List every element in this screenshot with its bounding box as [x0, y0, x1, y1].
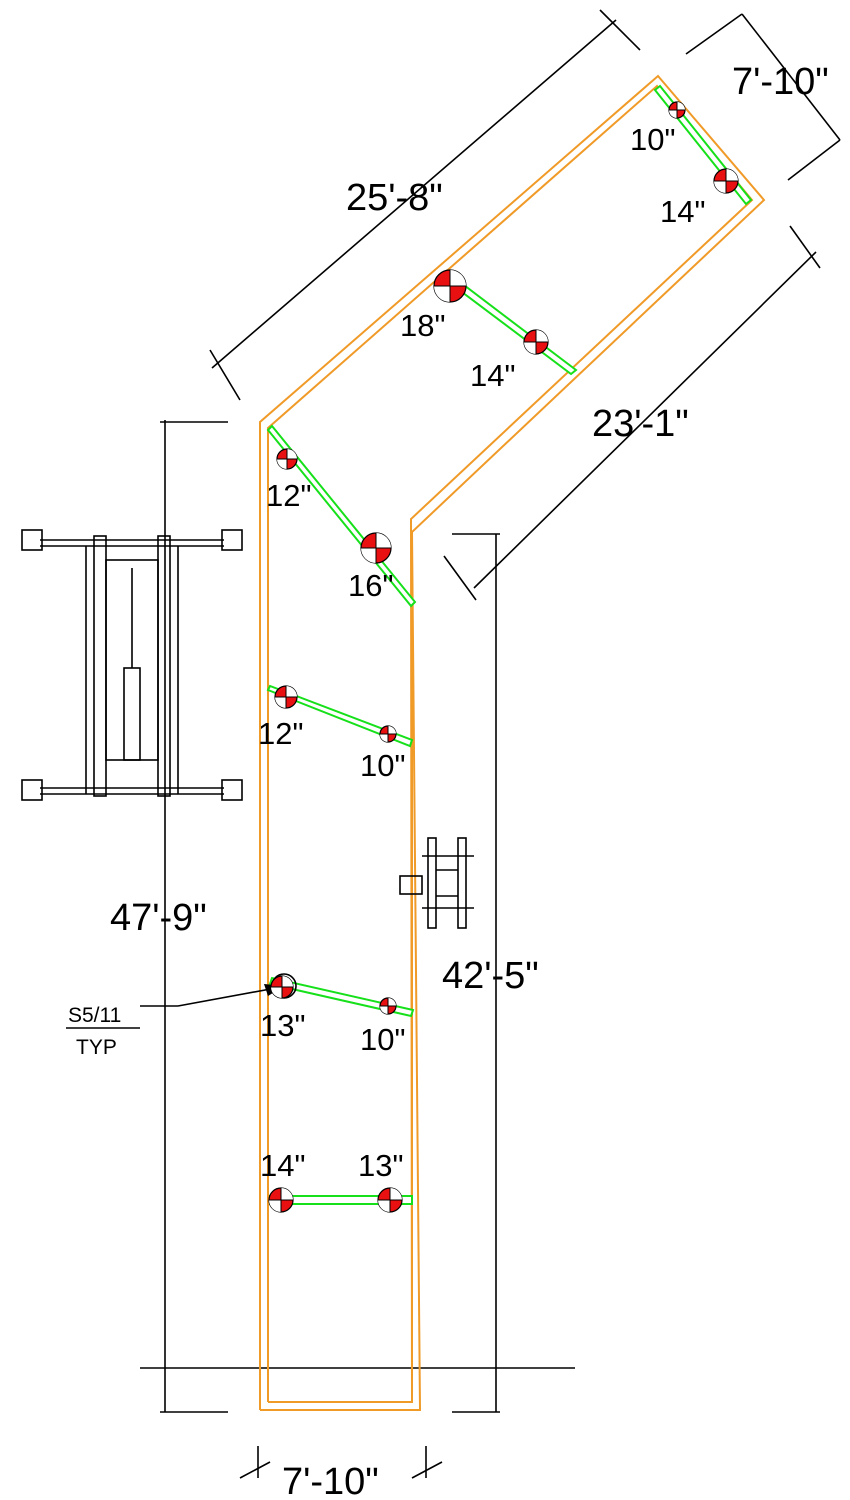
anchor-size-label: 12" [266, 478, 312, 513]
dim-top-length: 25'-8" [346, 177, 443, 219]
dim-bottom-width: 7'-10" [282, 1461, 379, 1500]
anchor-quadrant [282, 976, 293, 987]
outrigger-pad [221, 779, 243, 801]
anchor-quadrant [536, 330, 548, 342]
anchor-quadrant [388, 998, 396, 1006]
equipment-right-wall [399, 837, 474, 929]
anchor-quadrant [378, 1200, 390, 1212]
dim-line-right-diagonal [473, 251, 817, 589]
anchor-quadrant [376, 533, 391, 548]
anchors: 10" 14" 18" 14" 12" 16" 12" 10" 13" 10" 14" 13" [258, 101, 739, 1213]
dim-tick [411, 1461, 443, 1479]
anchor-size-label: 12" [258, 716, 304, 751]
dim-line-top-length [211, 19, 617, 369]
anchor-size-label: 14" [660, 194, 706, 229]
anchor-size-label: 13" [358, 1148, 404, 1183]
anchor-quadrant [271, 987, 282, 998]
anchor-size-label: 16" [348, 568, 394, 603]
anchor-quadrant [281, 1188, 293, 1200]
anchor-quadrant [275, 697, 286, 708]
outrigger-pad [21, 529, 43, 551]
braces [266, 84, 753, 1205]
anchor-quadrant [524, 342, 536, 354]
anchor-size-label: 14" [260, 1148, 306, 1183]
dim-extension [209, 349, 241, 401]
anchor-quadrant [380, 734, 388, 742]
dim-right-diagonal: 23'-1" [592, 403, 689, 445]
anchor-size-label: 14" [470, 358, 516, 393]
anchor-quadrant [388, 726, 396, 734]
anchor-quadrant [669, 110, 677, 118]
dim-right-height: 42'-5" [442, 955, 539, 997]
anchor-quadrant [726, 169, 738, 181]
anchor-size-label: 10" [360, 748, 406, 783]
dim-extension [599, 9, 641, 51]
anchor-quadrant [286, 686, 297, 697]
anchor-size-label: 10" [630, 122, 676, 157]
anchor-quadrant [277, 459, 287, 469]
equipment-elevation-left [21, 529, 243, 801]
anchor-quadrant [361, 548, 376, 563]
dim-extension [443, 555, 477, 601]
anchor-quadrant [450, 270, 466, 286]
anchor-size-label: 13" [260, 1008, 306, 1043]
anchor-quadrant [677, 102, 685, 110]
dimension-lines [160, 9, 841, 1479]
anchor-quadrant [287, 449, 297, 459]
anchor-size-label: 18" [400, 308, 446, 343]
anchor-quadrant [714, 181, 726, 193]
brace [266, 684, 414, 748]
anchor-quadrant [434, 286, 450, 302]
callout-ref: S5/11 [68, 1004, 121, 1027]
brace [268, 976, 415, 1018]
anchor-size-label: 10" [360, 1022, 406, 1057]
anchor-quadrant [269, 1200, 281, 1212]
outrigger-pad [21, 779, 43, 801]
dim-extension [789, 225, 821, 269]
anchor-quadrant [380, 1006, 388, 1014]
anchor-quadrant [390, 1188, 402, 1200]
dim-extension [685, 13, 743, 55]
dim-line-end-width-top [741, 13, 841, 141]
dim-left-height: 47'-9" [110, 897, 207, 939]
wall-outer-outline [259, 74, 766, 1411]
outrigger-pad [221, 529, 243, 551]
callout-note: TYP [76, 1036, 117, 1059]
dim-end-width-top: 7'-10" [732, 61, 829, 103]
dim-extension [787, 139, 841, 181]
dim-tick [239, 1461, 271, 1479]
